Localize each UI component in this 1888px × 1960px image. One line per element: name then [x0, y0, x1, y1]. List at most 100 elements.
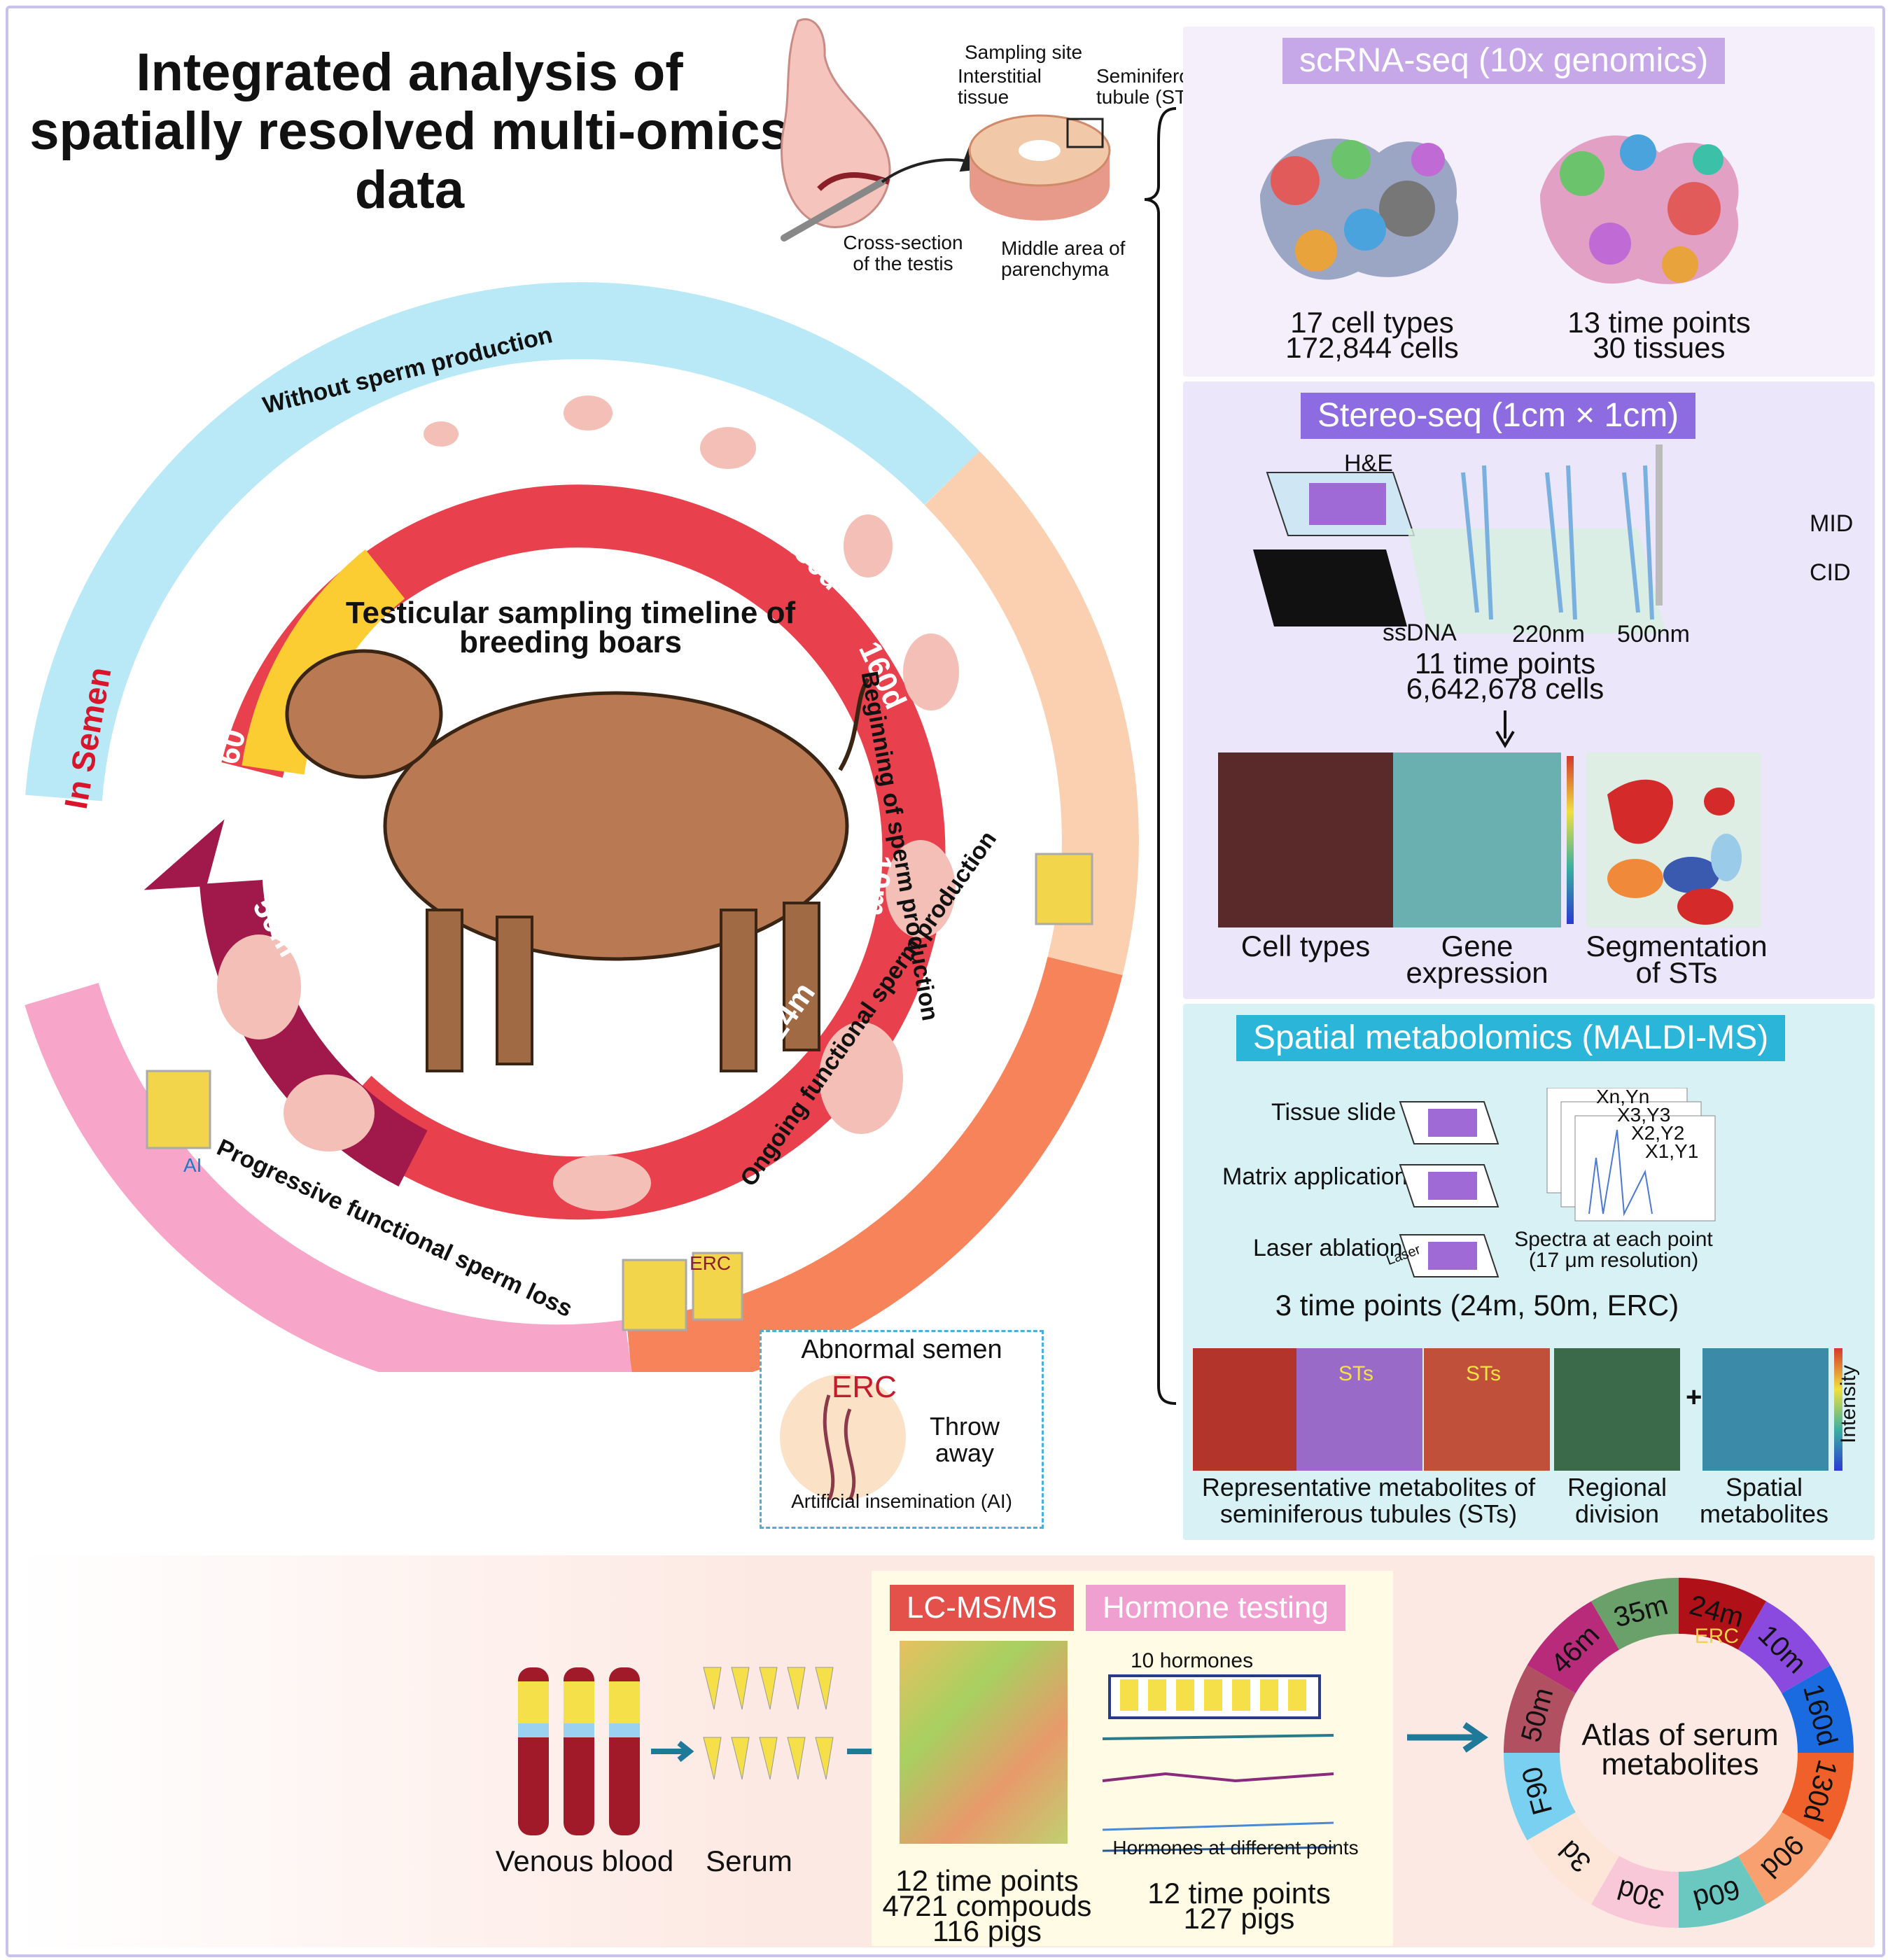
page-title: Integrated analysis of spatially resolve…: [29, 43, 790, 220]
ring-erc-label: ERC: [1695, 1625, 1739, 1648]
testis-bead: [564, 396, 613, 430]
ring-segment-46m: [1527, 1601, 1619, 1693]
testis-bead: [217, 934, 301, 1040]
stereo-cid-label: CID: [1810, 559, 1851, 586]
atlas-title-line2: metabolites: [1601, 1747, 1759, 1782]
maldi-step-matrix: Matrix application: [1222, 1163, 1408, 1190]
coord-x1: X1,Y1: [1645, 1140, 1699, 1162]
hormone-caption: Hormones at different points: [1112, 1837, 1359, 1858]
umap-plots: [1260, 134, 1739, 284]
stereo-mid-label: MID: [1810, 510, 1854, 537]
stereo-220nm-label: 220nm: [1512, 621, 1585, 648]
gene-expression-image: [1393, 752, 1561, 927]
stereo-cells: 6,642,678 cells: [1406, 672, 1604, 705]
intensity-colorbar: [1834, 1348, 1842, 1471]
testis-illustration: [781, 18, 1111, 241]
semen-beaker-icon: [1035, 853, 1093, 925]
hormone-header: Hormone testing: [1086, 1585, 1345, 1631]
assay-box: LC-MS/MS Hormone testing 10 hormones Hor…: [872, 1571, 1393, 1946]
interstitial-label: Interstitial tissue: [958, 65, 1042, 108]
sperm-icon: [780, 1374, 906, 1500]
abnormal-ai-label: Artificial insemination (AI): [791, 1490, 1012, 1512]
lcms-pigs: 116 pigs: [932, 1914, 1042, 1947]
lcms-heatmap: [900, 1641, 1068, 1844]
sts-label-2: STs: [1466, 1362, 1502, 1385]
celltypes-label: Cell types: [1240, 930, 1371, 962]
spatial-metabolites-label: Spatial metabolites: [1699, 1473, 1829, 1528]
scrna-timepoints: 13 time points: [1567, 306, 1751, 339]
testis-bead: [700, 427, 756, 469]
spatial-metabolites-map: [1702, 1348, 1828, 1471]
venous-blood-label: Venous blood: [495, 1844, 674, 1877]
ring-segment-10m: [1738, 1601, 1831, 1693]
ring-segment-160d: [1782, 1665, 1854, 1753]
ring-segment-35m: [1591, 1578, 1679, 1650]
semen-beaker-icon: [622, 1259, 687, 1331]
semen-beaker-icon: [692, 1252, 743, 1321]
cross-section-label: Cross-section of the testis: [843, 232, 963, 274]
coord-x3: X3,Y3: [1617, 1104, 1671, 1126]
hormone-chart: [1102, 1674, 1334, 1852]
stereo-timepoints: 11 time points: [1414, 647, 1596, 680]
pig-icon: [285, 649, 870, 1072]
testis-bead: [844, 514, 893, 578]
ring-segment-3d: [1527, 1812, 1619, 1905]
timepoint-35m: 35m: [553, 1092, 615, 1126]
lcms-timepoints: 12 time points: [895, 1864, 1079, 1897]
lcms-compounds: 4721 compouds: [882, 1889, 1092, 1922]
ring-segment-130d: [1782, 1753, 1854, 1840]
erc-label: ERC: [690, 1252, 732, 1274]
segmentation-label: Segmentation of STs: [1586, 930, 1768, 989]
outer-frame: [6, 6, 1885, 1957]
abnormal-semen-box: Abnormal semen ERC Throw away Artificial…: [760, 1330, 1044, 1529]
timeline-title: Testicular sampling timeline of breeding…: [345, 596, 796, 659]
scrna-panel: scRNA-seq (10x genomics) 17 cell types 1…: [1183, 27, 1875, 377]
scrna-header: scRNA-seq (10x genomics): [1282, 38, 1726, 84]
segmentation-image: [1586, 752, 1761, 927]
testis-bead: [819, 1022, 903, 1134]
testis-bead: [553, 1155, 651, 1211]
coord-xn: Xn,Yn: [1596, 1086, 1650, 1107]
metabolite-map-3: STs: [1424, 1348, 1550, 1471]
scrna-celltypes: 17 cell types: [1290, 306, 1454, 339]
metabolite-map-2: STs: [1296, 1348, 1422, 1471]
sts-label: STs: [1338, 1362, 1374, 1385]
timepoint-60d: 60d: [557, 441, 610, 475]
spectra-resolution: (17 μm resolution): [1528, 1249, 1699, 1272]
testis-bead: [903, 634, 959, 710]
serum-label: Serum: [706, 1844, 792, 1877]
ring-segment-F90: [1504, 1753, 1576, 1840]
sampling-site-label: Sampling site: [965, 41, 1083, 63]
stereo-500nm-label: 500nm: [1617, 621, 1690, 648]
stereo-chip-illustration: [1253, 444, 1666, 634]
semen-beaker-icon: [146, 1070, 211, 1149]
lcms-header: LC-MS/MS: [890, 1585, 1075, 1631]
ongoing-sperm-arc: [626, 956, 1123, 1372]
serum-panel: Venous blood Serum LC-MS/MS Hormone test…: [14, 1555, 1875, 1947]
hormone-timepoints: 12 time points: [1147, 1877, 1331, 1910]
beginning-sperm-arc: [924, 451, 1139, 976]
expression-colorbar: [1567, 756, 1574, 924]
maldi-step-tissue: Tissue slide: [1271, 1099, 1397, 1126]
scrna-tissues: 30 tissues: [1593, 331, 1726, 364]
middle-area-label: Middle area of parenchyma: [1001, 237, 1126, 280]
stereo-header: Stereo-seq (1cm × 1cm): [1301, 393, 1696, 439]
timeline-diagram: [25, 282, 1139, 1372]
ten-hormones-label: 10 hormones: [1131, 1649, 1254, 1672]
coord-x2: X2,Y2: [1631, 1122, 1685, 1144]
down-arrow-icon: [1495, 710, 1515, 748]
stereo-ssdna-label: ssDNA: [1383, 620, 1457, 646]
testis-bead: [424, 421, 459, 447]
atlas-title-line1: Atlas of serum: [1581, 1718, 1779, 1752]
hormone-pigs: 127 pigs: [1183, 1902, 1295, 1935]
regional-division-label: Regional division: [1567, 1473, 1667, 1528]
ring-segment-24m: [1679, 1578, 1766, 1650]
plus-sign: +: [1686, 1382, 1702, 1413]
spectra-label: Spectra at each point: [1514, 1228, 1713, 1251]
without-sperm-arc: [25, 282, 980, 802]
maldi-panel: Spatial metabolomics (MALDI-MS) Tissue s…: [1183, 1004, 1875, 1540]
maldi-timepoints: 3 time points (24m, 50m, ERC): [1275, 1289, 1679, 1322]
testis-bead: [886, 840, 956, 938]
celltypes-image: [1218, 752, 1393, 927]
